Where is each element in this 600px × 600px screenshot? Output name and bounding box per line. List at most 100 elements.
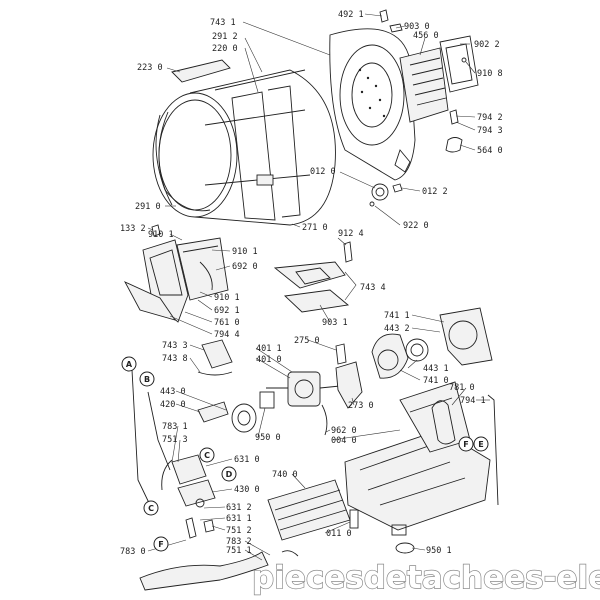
part-label: 962 0 [331,426,357,436]
part-label: 430 0 [234,485,260,495]
part-label: 401 0 [256,355,282,365]
part-label: 743 3 [162,341,188,351]
fan-wheel-443-0-hub [237,410,251,426]
bearing-clip [392,183,403,193]
callout-d-circle [221,466,237,482]
part-label: 564 0 [477,146,503,156]
drum-bands [204,109,311,186]
hose-connector [203,519,215,533]
vent-hole [382,114,386,118]
part-label: 012 2 [422,187,448,197]
heater-coils [409,57,447,106]
vent-hole [374,84,378,88]
part-label: 631 1 [226,514,252,524]
drum-rib-2 [267,85,301,218]
callout-b-circle [139,371,155,387]
rear-panel-assembly [329,28,416,181]
motor-assembly [266,371,341,407]
part-label: 456 0 [413,31,439,41]
duct-opening [295,267,331,285]
part-label: 794 3 [477,126,503,136]
drum-front-ring [152,92,238,218]
callout-a-circle [121,356,137,372]
drum-rib-1 [231,91,276,221]
base-frame [344,381,491,531]
pump-430 [177,479,216,507]
filter-housing-grill [149,249,183,296]
vent-hole [358,68,362,72]
part-label: 912 4 [338,229,364,239]
part-label: 783 0 [120,547,146,557]
motor-support [201,339,233,369]
leader-lines [147,13,490,561]
motor-rotor [294,379,314,399]
part-label: 011 0 [326,529,352,539]
drive-belt [431,400,456,445]
fan-cover-hub [377,349,399,371]
drum-belt-left [158,111,173,206]
fan-wheel-443-1 [405,338,429,362]
part-label: 291 0 [135,202,161,212]
hose-783-2 [281,550,299,557]
screw-133 [151,224,161,237]
callout-f: F [158,540,163,549]
rod-794-1 [487,394,499,506]
part-label: 910 1 [232,247,258,257]
screw-912 [343,241,353,263]
motor-support-spring [197,371,233,376]
part-label: 910 1 [148,230,174,240]
part-label: 781 0 [449,383,475,393]
vent-hole [360,90,364,94]
cable-783-1 [161,459,173,491]
callout-f-circle [153,536,169,552]
cable-b [147,391,171,471]
part-label: 401 1 [256,344,282,354]
part-label: 740 0 [272,470,298,480]
part-label: 902 2 [474,40,500,50]
pump-pipe [185,517,197,539]
drum-shaft-bearing [371,183,389,201]
callout-c: C [204,451,210,460]
felt-pad [171,59,231,83]
hose-clamp [395,542,415,554]
vent-hole [366,76,370,80]
callout-d: D [226,470,233,479]
part-label: 223 0 [137,63,163,73]
part-label: 012 0 [310,167,336,177]
drum-shaft [375,187,385,197]
part-label: 275 0 [294,336,320,346]
callout-c2: C [148,504,154,513]
door-seal-frame [176,237,229,301]
condenser-fins [274,489,347,531]
callout-e-circle [473,436,489,452]
part-label: 692 1 [214,306,240,316]
clip-950 [259,391,275,409]
part-label: 950 1 [426,546,452,556]
air-duct-upper [273,261,346,289]
part-labels: 743 1 291 2 220 0 223 0 492 1 903 0 456 … [120,10,503,557]
drum-body [189,69,336,226]
part-label: 751 1 [226,546,252,556]
air-duct-lower [284,289,350,313]
seal-clip [199,261,213,291]
heater-cover-inner [445,43,473,85]
callout-b: B [144,375,150,384]
idler-pulley-273 [335,361,363,409]
fan-housing [439,307,493,366]
callout-c2-circle [143,500,159,516]
motor-shaft [266,385,341,389]
part-label: 794 1 [460,396,486,406]
part-label: 922 0 [403,221,429,231]
heater-element [399,47,449,123]
part-label: 741 1 [384,311,410,321]
thermostat [449,109,459,125]
part-label: 220 0 [212,44,238,54]
drum-assembly [152,69,336,226]
motor [287,371,321,407]
callout-f2-circle [458,436,474,452]
drum-lifter [256,174,274,186]
part-label: 692 0 [232,262,258,272]
part-label: 420 0 [160,400,186,410]
clip-903 [389,23,403,33]
callout-circles: A B C D C F F E [121,356,489,552]
